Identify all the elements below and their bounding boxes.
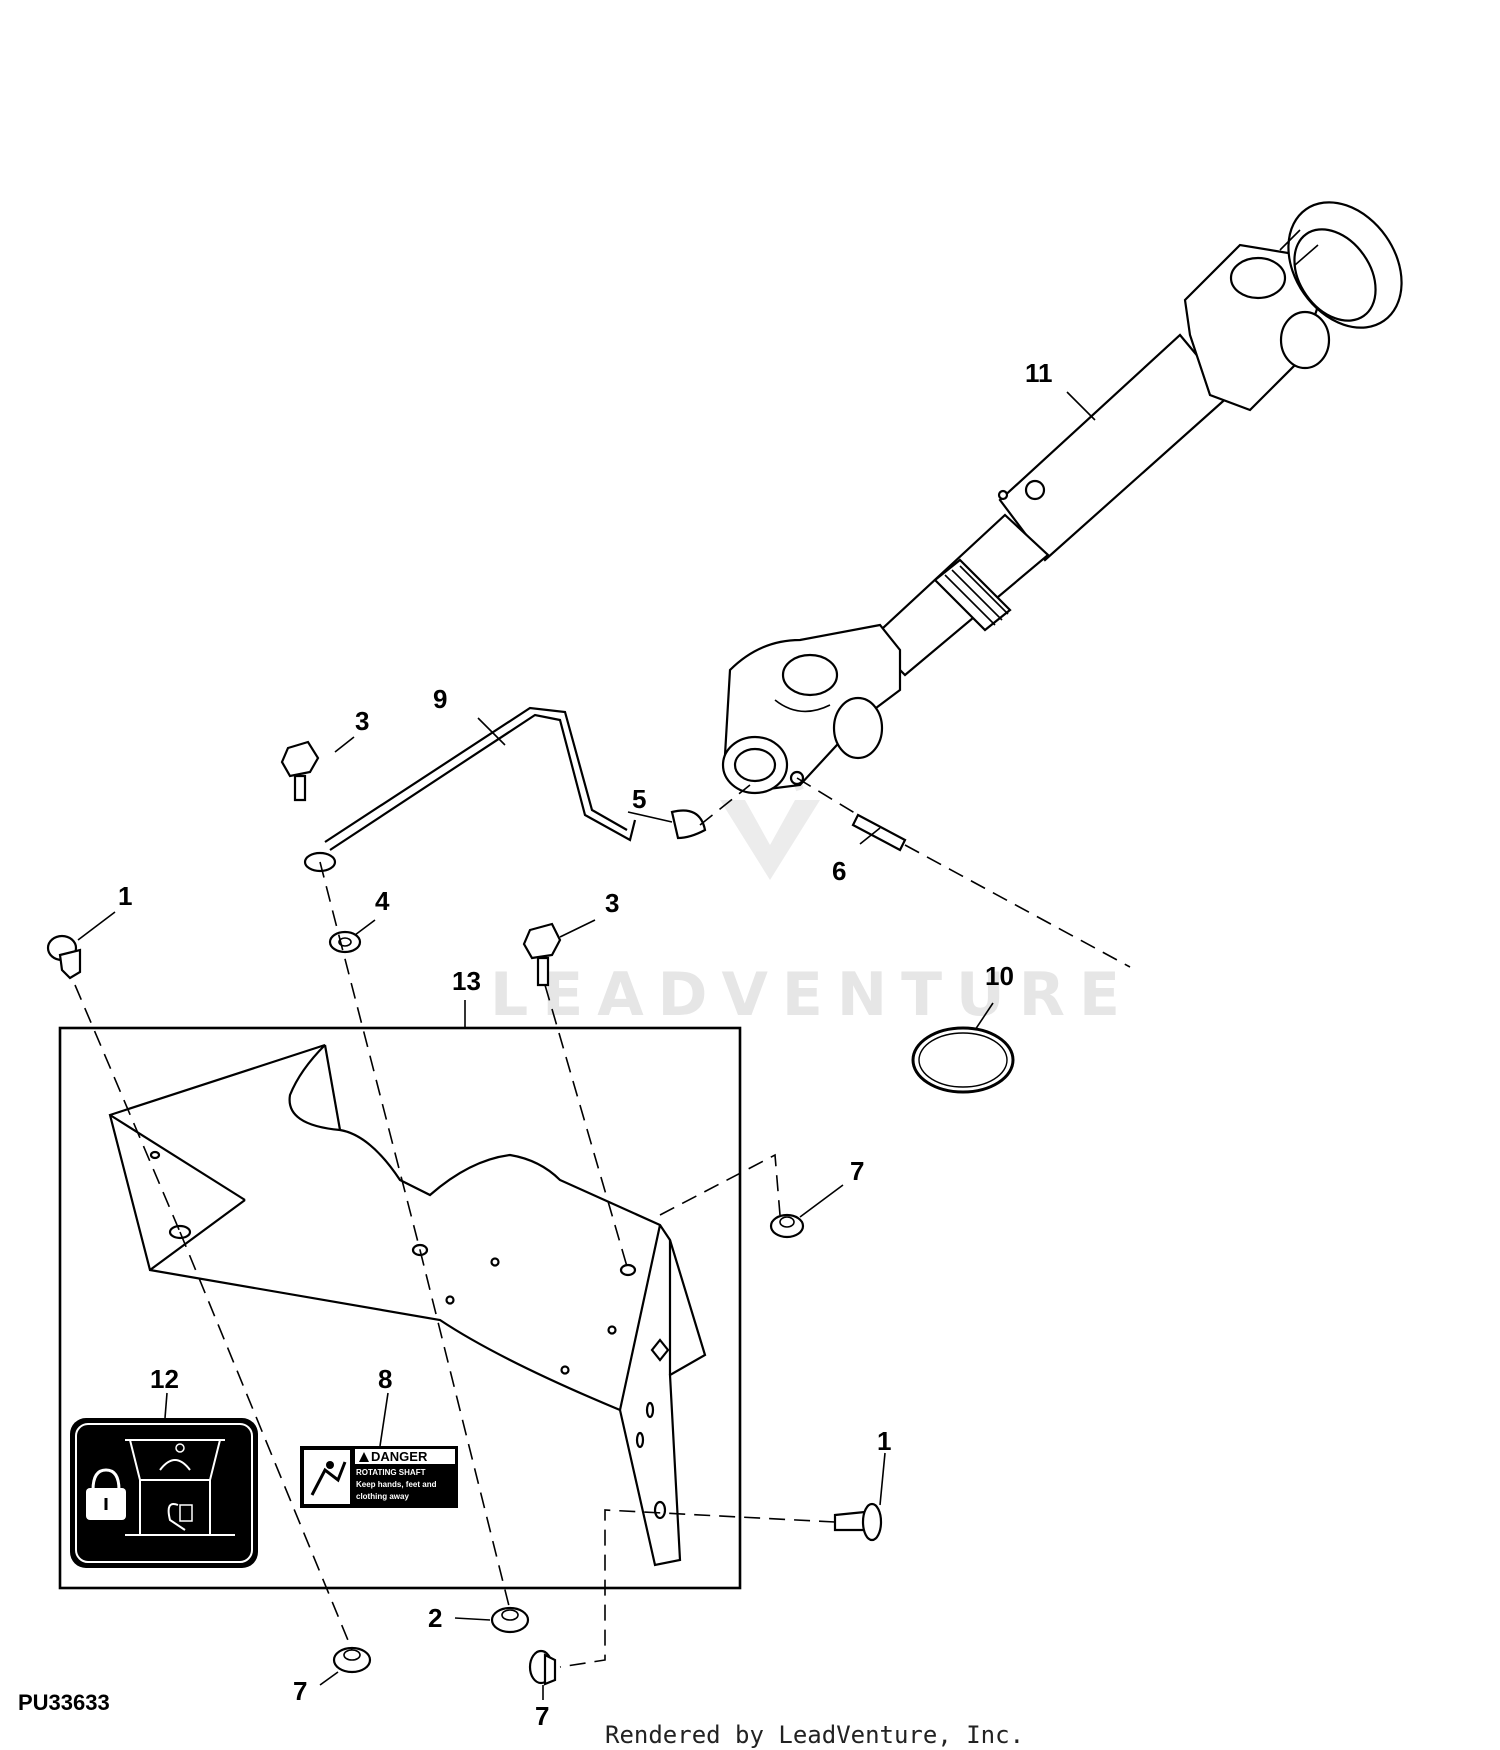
callout-12: 12 — [150, 1364, 179, 1394]
decal-8-danger: DANGER ROTATING SHAFT Keep hands, feet a… — [300, 1446, 458, 1508]
flange-nut-7-bottom-center — [528, 1649, 557, 1686]
callout-3-upper: 3 — [355, 706, 369, 736]
watermark-text: LEADVENTURE — [490, 960, 1134, 1030]
callout-1-left: 1 — [118, 881, 132, 911]
mounting-bracket — [58, 1026, 742, 1590]
callout-2: 2 — [428, 1603, 442, 1633]
callout-7-bottom-center: 7 — [535, 1701, 549, 1731]
roll-pin-6 — [851, 813, 907, 852]
flange-nut-7-right — [769, 1213, 805, 1239]
decal-12-lockout — [70, 1418, 258, 1568]
assembly-lines — [74, 777, 1131, 1668]
watermark: LEADVENTURE — [490, 741, 1134, 1030]
callout-10: 10 — [985, 961, 1014, 991]
danger-line-3: clothing away — [356, 1492, 409, 1501]
callout-11: 11 — [1025, 358, 1053, 388]
callout-13: 13 — [452, 966, 481, 996]
callout-4: 4 — [375, 886, 390, 916]
callout-7-right: 7 — [850, 1156, 864, 1186]
snap-ring-10 — [911, 1026, 1015, 1094]
callout-5: 5 — [632, 784, 646, 814]
key-5 — [670, 809, 707, 840]
callout-8: 8 — [378, 1364, 392, 1394]
driveshaft — [721, 201, 1403, 795]
callout-9: 9 — [433, 684, 447, 714]
bolt-3-upper — [280, 740, 320, 802]
callout-3-right: 3 — [605, 888, 619, 918]
callout-7-bottom-left: 7 — [293, 1676, 307, 1706]
drawing-id: PU33633 — [18, 1690, 110, 1715]
leader-lines — [77, 391, 1096, 1700]
nut-2 — [490, 1606, 530, 1634]
carriage-bolt-1-right — [833, 1502, 883, 1542]
bolt-3-right — [522, 922, 562, 987]
callout-6: 6 — [832, 856, 846, 886]
danger-line-1: ROTATING SHAFT — [356, 1468, 426, 1477]
kit-box — [58, 1026, 742, 1590]
callout-1-right: 1 — [877, 1426, 891, 1456]
flange-nut-7-bottom-left — [332, 1646, 372, 1674]
carriage-bolt-1-left — [46, 934, 82, 980]
danger-heading: DANGER — [371, 1449, 428, 1464]
washer-4 — [328, 930, 362, 954]
render-credit: Rendered by LeadVenture, Inc. — [605, 1721, 1024, 1749]
danger-line-2: Keep hands, feet and — [356, 1480, 437, 1489]
